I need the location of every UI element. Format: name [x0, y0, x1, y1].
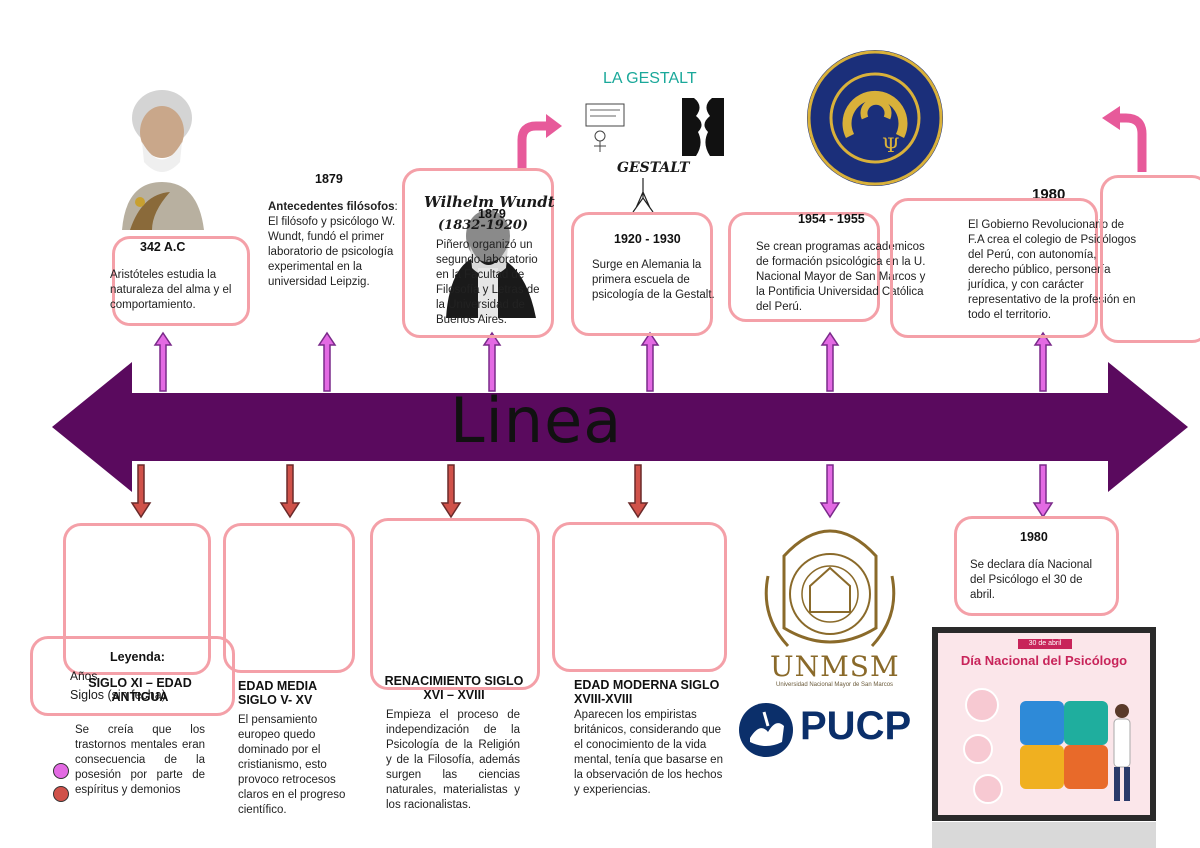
svg-text:Ψ: Ψ: [882, 133, 900, 157]
cpp-seal-logo: Ψ: [805, 48, 945, 188]
event-box-342ac: [112, 236, 250, 326]
event-text: Aristóteles estudia la naturaleza del al…: [110, 269, 232, 311]
up-arrow-1: [154, 332, 172, 392]
event-year: 1980: [1020, 530, 1048, 544]
axis-shape: [52, 362, 1188, 492]
event-text: Surge en Alemania la primera escuela de …: [592, 259, 715, 301]
gestalt-roots-image: [628, 178, 658, 214]
up-arrow-2: [318, 332, 336, 392]
era-text: Se creía que los trastornos mentales era…: [75, 724, 205, 796]
gestalt-word-caption: GESTALT: [617, 160, 690, 176]
down-arrow-1: [131, 464, 151, 518]
down-arrow-2: [280, 464, 300, 518]
wundt-name-caption: Wilhelm Wundt: [424, 193, 555, 211]
era-title: EDAD MEDIA SIGLO V- XV: [238, 679, 317, 707]
era-title: SIGLO XI – EDAD ANTIGUA: [88, 676, 192, 704]
event-box-1954: [728, 212, 880, 322]
era-title: RENACIMIENTO SIGLO XVI – XVIII: [384, 674, 524, 702]
gestalt-title: LA GESTALT: [603, 70, 697, 87]
era-box-renacimiento: [370, 518, 540, 690]
pucp-wordmark: PUCP: [800, 704, 912, 748]
down-arrow-5: [820, 464, 840, 518]
legend-dot-years: [53, 763, 69, 779]
era-box-antigua: [63, 523, 211, 675]
up-arrow-5: [821, 332, 839, 392]
legend-centuries-label: Siglos (sin fecha): [70, 688, 166, 702]
event-text: Piñero organizó un segundo laboratorio e…: [436, 239, 540, 326]
down-arrow-4: [628, 464, 648, 518]
unmsm-crest-logo: [764, 516, 896, 656]
gestalt-sketch-image: [580, 98, 632, 154]
unmsm-subtitle: Universidad Nacional Mayor de San Marcos: [776, 682, 894, 688]
poster-stand: [932, 822, 1156, 848]
down-arrow-6: [1033, 464, 1053, 518]
wundt-dates-caption: (1832-1920): [438, 218, 529, 233]
era-text: Empieza el proceso de independización de…: [386, 709, 520, 811]
curved-arrow-left: [517, 121, 548, 168]
legend-title: Leyenda:: [110, 650, 165, 664]
event-box-gestalt: [571, 212, 713, 336]
event-year: 1879: [478, 207, 506, 221]
event-year: 1879: [315, 172, 343, 186]
event-year: 342 A.C: [140, 240, 186, 254]
unmsm-wordmark: UNMSM: [770, 650, 900, 683]
event-text: Se declara día Nacional del Psicólogo el…: [970, 559, 1093, 601]
legend-dot-centuries: [53, 786, 69, 802]
era-box-moderna: [552, 522, 727, 672]
event-box-1980-dia: [954, 516, 1119, 616]
pucp-logo-mark: [738, 702, 794, 758]
up-arrow-3: [483, 332, 501, 392]
era-text: El pensamiento europeo quedo dominado po…: [238, 714, 346, 816]
event-text: El Gobierno Revolucionario de F.A crea e…: [968, 219, 1137, 321]
poster-title: Día Nacional del Psicólogo: [960, 653, 1128, 668]
up-arrow-4: [641, 332, 659, 392]
event-box-pinero: [402, 168, 554, 338]
event-year: 1920 - 1930: [614, 232, 681, 246]
down-arrow-3: [441, 464, 461, 518]
legend-box: [30, 636, 235, 716]
era-box-media: [223, 523, 355, 673]
era-title: EDAD MODERNA SIGLO XVIII-XVIII: [574, 678, 720, 706]
era-text: Aparecen los empiristas británicos, cons…: [574, 709, 723, 796]
event-bold-lead: Antecedentes filósofos: [268, 201, 395, 213]
curved-arrow-right: [1118, 113, 1147, 172]
legend-years-label: Años: [70, 669, 98, 683]
rubin-vase-image: [682, 98, 724, 156]
poster-inner: 30 de abril Día Nacional del Psicólogo: [938, 633, 1150, 815]
aristotle-bust-image: [112, 82, 212, 230]
event-box-offscreen: [1100, 175, 1200, 343]
poster-date-badge: 30 de abril: [1018, 639, 1072, 649]
event-box-1980-colegio: [890, 198, 1098, 338]
event-text: Se crean programas académicos de formaci…: [756, 241, 926, 313]
up-arrow-6: [1034, 332, 1052, 392]
event-body: : El filósofo y psicólogo W. Wundt, fund…: [268, 201, 398, 288]
axis-label: Linea: [450, 384, 623, 457]
event-text-wundt: Antecedentes filósofos: El filósofo y ps…: [268, 200, 398, 290]
event-year: 1954 - 1955: [798, 212, 865, 226]
wundt-portrait-image: [426, 188, 548, 318]
dia-psicologo-poster: 30 de abril Día Nacional del Psicólogo: [932, 627, 1156, 821]
